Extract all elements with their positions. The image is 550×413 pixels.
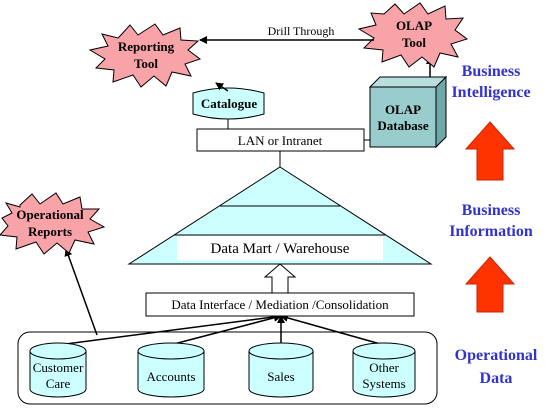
data-warehouse-pyramid: Data Mart / Warehouse (127, 166, 433, 265)
accounts-label: Accounts (146, 369, 195, 384)
cylinder-sales: Sales (248, 342, 314, 398)
customer-care-to-reports-arrow (64, 248, 98, 336)
operational-sources-container (17, 331, 438, 405)
sales-label: Sales (267, 369, 294, 384)
cylinder-accounts: Accounts (137, 342, 205, 398)
catalogue-to-reporting-arrow (215, 82, 229, 92)
lan-label: LAN or Intranet (238, 133, 323, 148)
catalogue-shape: Catalogue (192, 87, 265, 120)
upward-red-arrow-top (464, 121, 516, 181)
drill-through-label: Drill Through (268, 24, 335, 38)
data-interface-label: Data Interface / Mediation /Consolidatio… (171, 297, 389, 312)
upward-red-arrow-bottom (464, 256, 516, 313)
warehouse-label: Data Mart / Warehouse (211, 241, 350, 257)
source-to-interface-arrows (57, 312, 385, 346)
interface-to-warehouse-arrow (263, 263, 297, 294)
catalogue-label: Catalogue (201, 96, 258, 111)
